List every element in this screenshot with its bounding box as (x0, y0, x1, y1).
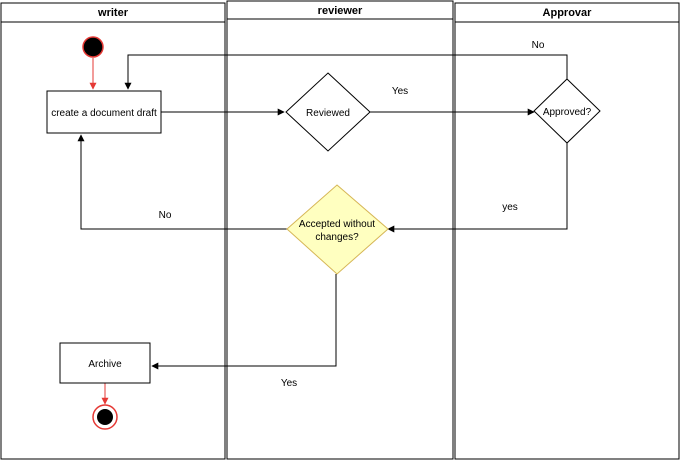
decision-approved-label: Approved? (543, 107, 592, 118)
decision-reviewed-label: Reviewed (306, 108, 350, 119)
edge-label-accepted-no: No (159, 210, 172, 221)
decision-reviewed: Reviewed (285, 72, 371, 152)
edge-label-approved-no: No (532, 40, 545, 51)
lane-title-reviewer: reviewer (318, 5, 363, 17)
edge-label-approved-yes: yes (502, 202, 518, 213)
edge-accepted-to-archive (151, 274, 337, 370)
end-node (92, 404, 118, 430)
decision-accepted-without-changes: Accepted without changes? (286, 184, 389, 275)
decision-accepted-label-line2: changes? (315, 232, 359, 243)
action-create-draft-label: create a document draft (51, 108, 157, 119)
lane-writer: writer (0, 2, 226, 460)
lane-title-approver: Approvar (543, 7, 593, 19)
edge-label-reviewed-yes: Yes (392, 86, 408, 97)
lane-reviewer: reviewer (226, 0, 454, 460)
edge-approved-to-accepted (387, 143, 568, 233)
action-create-draft: create a document draft (46, 90, 162, 134)
lane-approver: Approvar (454, 2, 680, 460)
start-node (82, 36, 104, 58)
decision-accepted-label-line1: Accepted without (299, 219, 375, 230)
edge-approved-to-draft (124, 54, 568, 90)
lane-title-writer: writer (97, 7, 129, 19)
action-archive-label: Archive (88, 359, 122, 370)
action-archive: Archive (59, 342, 151, 384)
edge-label-accepted-yes: Yes (281, 378, 297, 389)
decision-approved: Approved? (533, 78, 601, 144)
edge-accepted-to-draft (77, 134, 287, 230)
